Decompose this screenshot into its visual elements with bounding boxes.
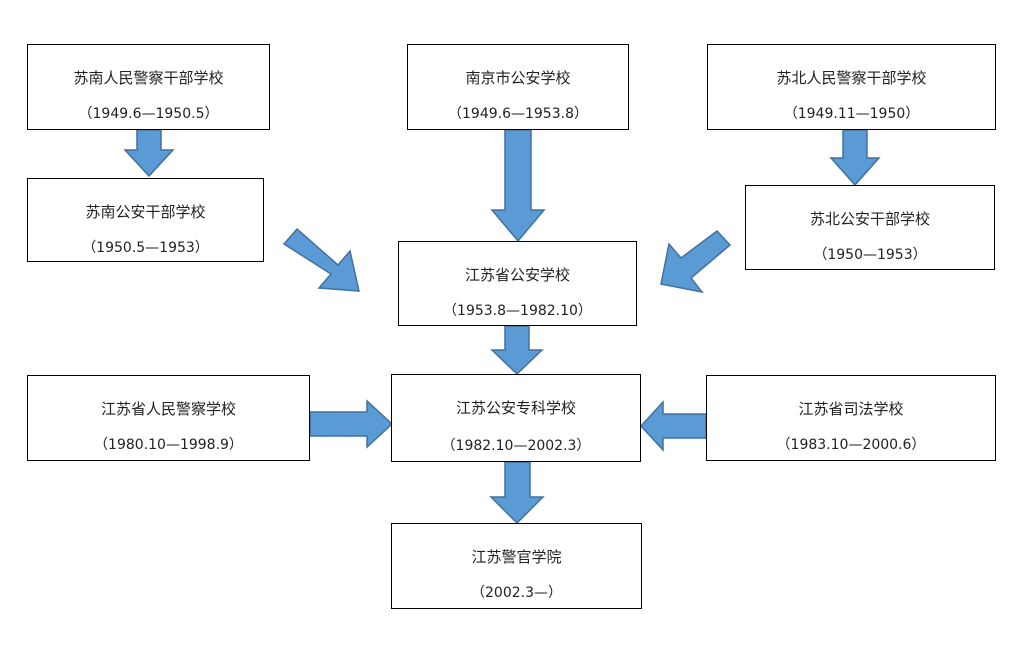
node-subei-police-cadre-school: 苏北人民警察干部学校 （1949.11—1950） (707, 44, 996, 130)
node-sunan-public-security-cadre-school: 苏南公安干部学校 （1950.5—1953） (27, 178, 264, 262)
arrow-college-to-institute (489, 461, 545, 525)
node-name: 江苏省公安学校 (464, 266, 570, 284)
node-jiangsu-police-institute: 江苏警官学院 （2002.3—） (391, 523, 642, 609)
node-jiangsu-police-school: 江苏省人民警察学校 （1980.10—1998.9） (27, 375, 310, 461)
node-period: （1982.10—2002.3） (441, 438, 591, 454)
node-sunan-police-cadre-school: 苏南人民警察干部学校 （1949.6—1950.5） (27, 44, 270, 130)
node-name: 江苏警官学院 (471, 548, 562, 566)
node-subei-public-security-cadre-school: 苏北公安干部学校 （1950—1953） (745, 185, 995, 270)
node-period: （1949.6—1953.8） (448, 106, 588, 122)
node-name: 南京市公安学校 (465, 69, 571, 87)
arrow-police-school-to-college (309, 399, 394, 449)
node-jiangsu-public-security-college: 江苏公安专科学校 （1982.10—2002.3） (391, 374, 641, 462)
arrow-sunan-ps-cadre-to-jiangsu-ps (282, 227, 360, 292)
node-period: （1980.10—1998.9） (94, 437, 243, 453)
arrow-nanjing-to-jiangsu-ps (490, 129, 546, 243)
node-name: 苏南人民警察干部学校 (73, 69, 224, 87)
node-period: （2002.3—） (471, 585, 562, 601)
arrow-subei-cadre-to-subei-ps-cadre (829, 129, 881, 187)
node-nanjing-public-security-school: 南京市公安学校 （1949.6—1953.8） (407, 44, 629, 130)
node-name: 苏南公安干部学校 (85, 203, 206, 221)
arrow-judicial-to-college (639, 400, 707, 452)
arrow-jiangsu-ps-to-college (490, 325, 544, 376)
node-name: 江苏省司法学校 (798, 400, 904, 418)
node-period: （1949.11—1950） (783, 106, 920, 122)
node-period: （1983.10—2000.6） (776, 437, 926, 453)
node-name: 苏北人民警察干部学校 (776, 69, 927, 87)
arrow-sunan-cadre-to-sunan-ps-cadre (123, 129, 175, 178)
node-jiangsu-judicial-school: 江苏省司法学校 （1983.10—2000.6） (706, 375, 996, 461)
node-name: 江苏公安专科学校 (455, 399, 576, 417)
node-name: 江苏省人民警察学校 (100, 400, 236, 418)
arrow-subei-ps-cadre-to-jiangsu-ps (660, 229, 732, 294)
node-period: （1953.8—1982.10） (443, 303, 592, 319)
node-period: （1950.5—1953） (82, 240, 209, 256)
node-period: （1949.6—1950.5） (78, 106, 219, 122)
node-name: 苏北公安干部学校 (809, 210, 930, 228)
node-jiangsu-public-security-school: 江苏省公安学校 （1953.8—1982.10） (398, 241, 637, 326)
node-period: （1950—1953） (813, 247, 927, 263)
